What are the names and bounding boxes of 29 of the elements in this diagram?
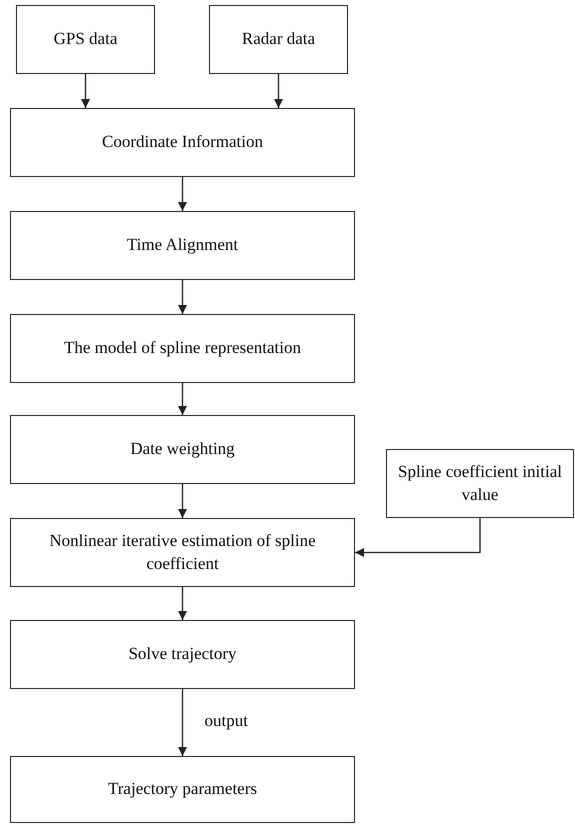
process-box <box>209 5 348 74</box>
process-box <box>10 211 355 280</box>
box-label: Spline coefficient initial value <box>397 460 563 506</box>
process-box <box>16 5 155 74</box>
box-label: The model of spline representation <box>64 337 301 360</box>
arrow <box>178 587 187 620</box>
box-label: Radar data <box>242 28 316 50</box>
arrow <box>178 484 187 518</box>
box-label: Time Alignment <box>126 234 238 256</box>
process-box <box>10 620 355 689</box>
box-label: Date weighting <box>130 438 235 460</box>
arrow <box>178 177 187 211</box>
arrow <box>274 74 283 108</box>
arrow <box>81 74 90 108</box>
process-box <box>10 415 355 484</box>
process-box <box>10 518 355 587</box>
arrow <box>178 280 187 314</box>
box-label: Solve trajectory <box>128 643 237 666</box>
box-label: Coordinate Information <box>102 131 263 154</box>
arrow <box>178 383 187 415</box>
process-box <box>10 314 355 383</box>
arrow <box>178 689 187 756</box>
process-box <box>10 108 355 177</box>
process-box <box>10 756 355 823</box>
process-box <box>386 449 574 518</box>
arrow <box>355 518 481 557</box>
box-label: Trajectory parameters <box>108 778 257 800</box>
box-label: Nonlinear iterative estimation of spline coefficient <box>48 530 317 574</box>
box-label: GPS data <box>54 28 118 50</box>
